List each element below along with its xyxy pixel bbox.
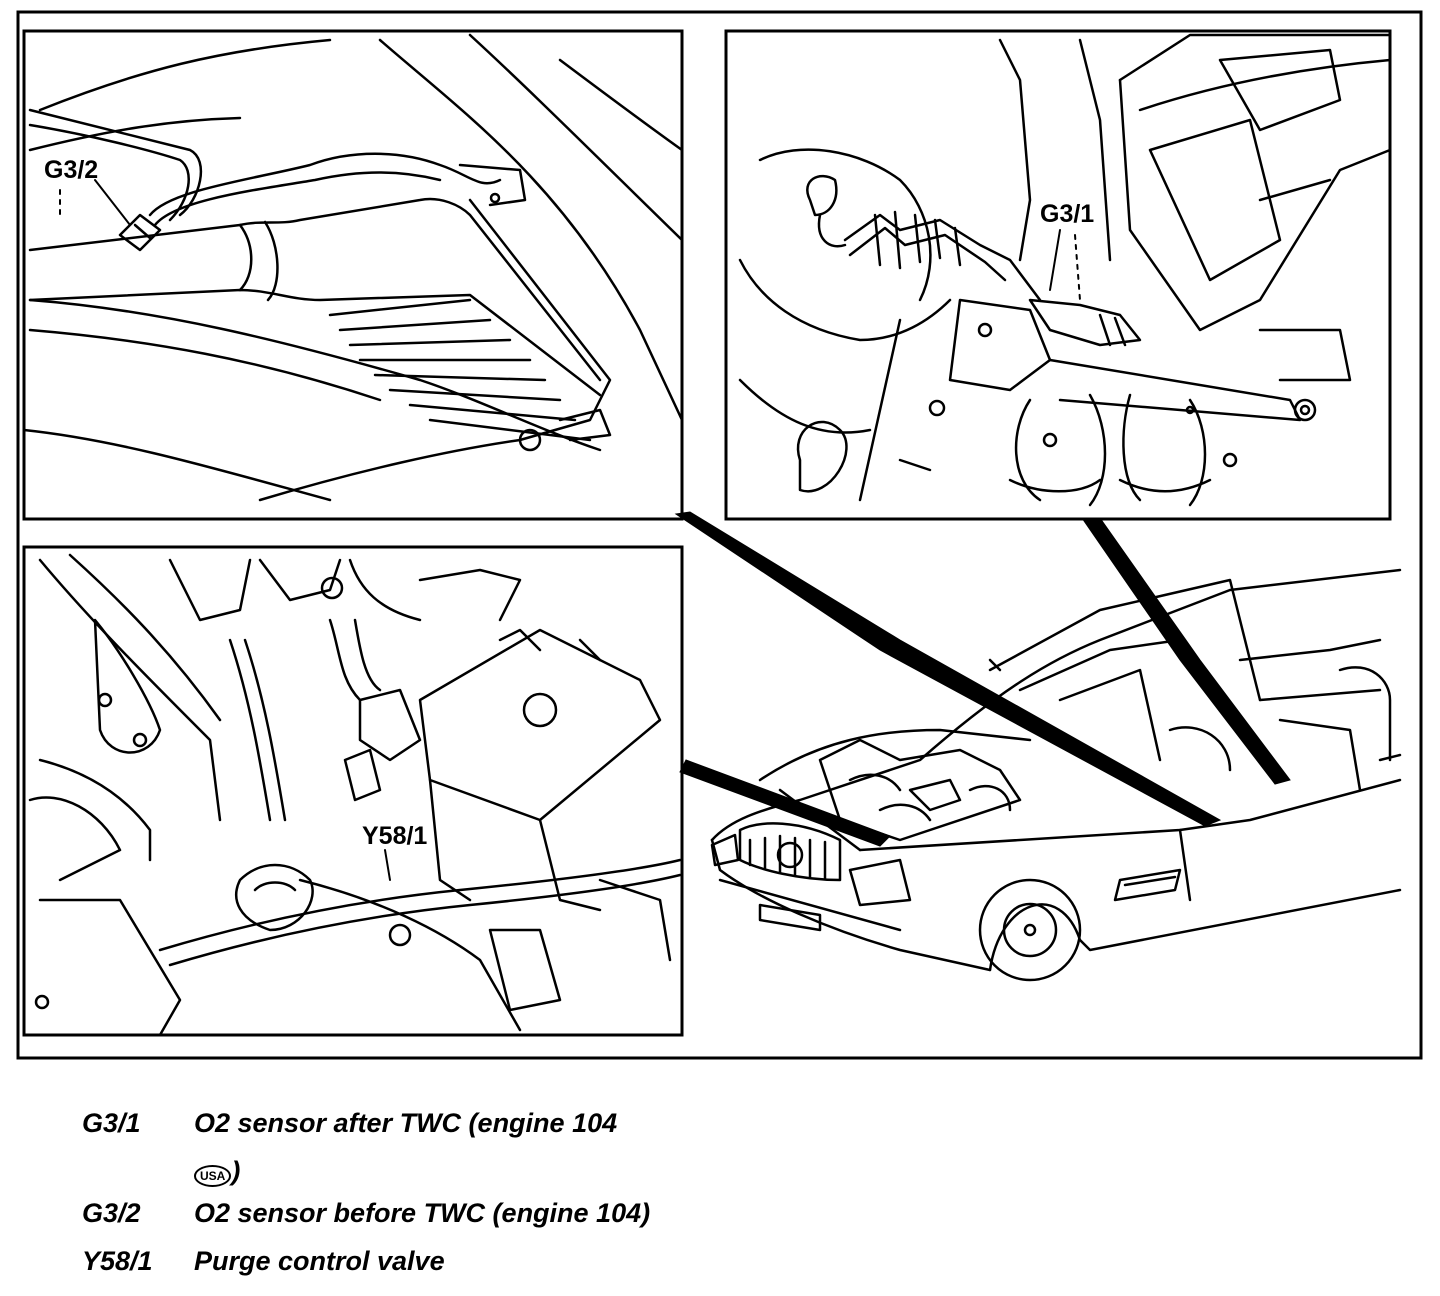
legend-code: Y58/1 [82, 1246, 153, 1276]
callout-y58-1: Y58/1 [362, 822, 427, 850]
legend-code: G3/2 [82, 1198, 141, 1228]
legend-row-y58-1: Y58/1 Purge control valve [82, 1246, 982, 1294]
pointer-bottom-left [679, 759, 891, 847]
callout-g3-2: G3/2 [44, 156, 98, 184]
legend: G3/1 O2 sensor after TWC (engine 104 USA… [82, 1108, 982, 1294]
panel-top-right: G3/1 [724, 29, 1392, 521]
usa-badge-icon: USA [194, 1165, 232, 1187]
callout-g3-1: G3/1 [1040, 200, 1094, 228]
outer-frame [16, 10, 1423, 1060]
legend-row-g3-1-continuation: USA ) [82, 1156, 982, 1198]
legend-row-g3-2: G3/2 O2 sensor before TWC (engine 104) [82, 1198, 982, 1246]
legend-continuation: ) [231, 1156, 241, 1186]
legend-description: O2 sensor after TWC (engine 104 [194, 1108, 618, 1138]
panel-bottom-left: Y58/1 [22, 545, 684, 1037]
legend-code: G3/1 [82, 1108, 141, 1138]
panel-top-left: G3/2 [22, 29, 684, 521]
panel-pointers [674, 511, 1291, 847]
legend-row-g3-1: G3/1 O2 sensor after TWC (engine 104 [82, 1108, 982, 1156]
pointer-top-right [1081, 517, 1291, 785]
legend-description: O2 sensor before TWC (engine 104) [194, 1198, 651, 1228]
pointer-top-left [674, 511, 1222, 827]
vehicle-overview [710, 568, 1402, 982]
legend-description: Purge control valve [194, 1246, 445, 1276]
